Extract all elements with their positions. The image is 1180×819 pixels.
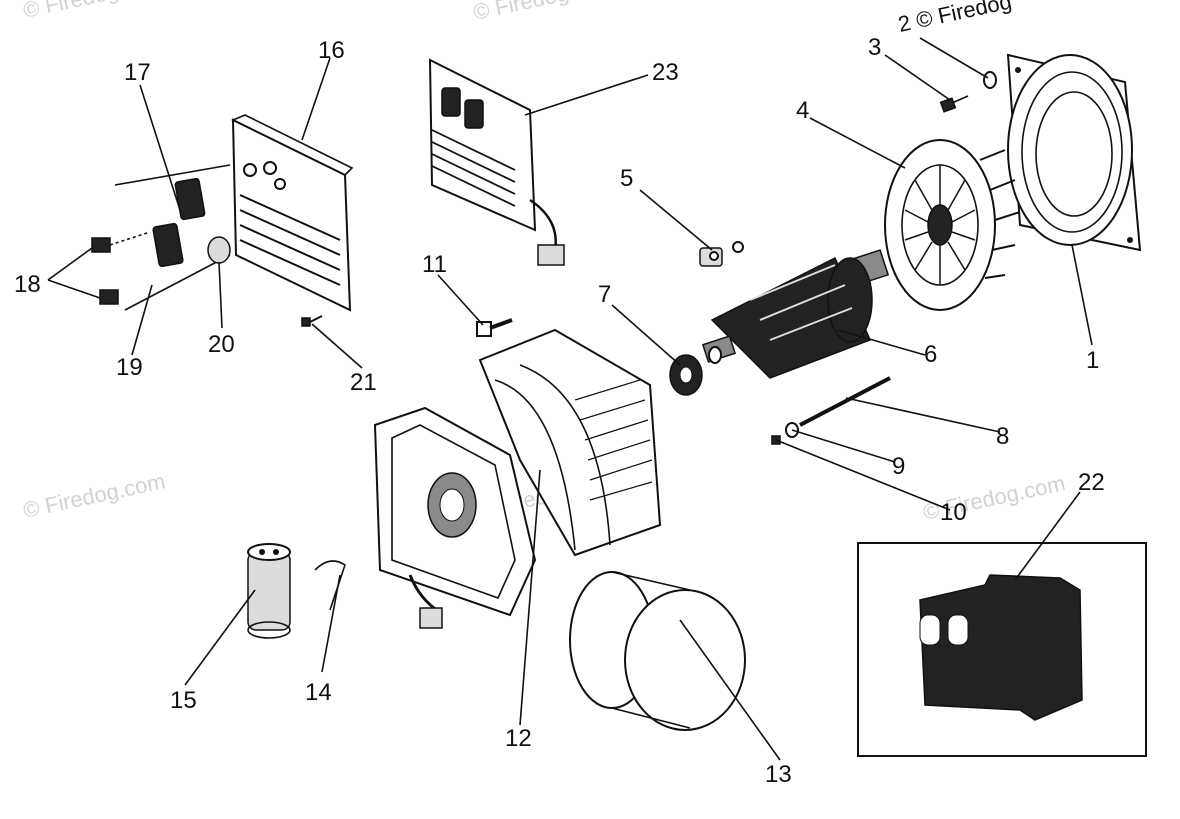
callout-10: 10 <box>940 499 967 526</box>
leader-lines <box>47 37 1093 761</box>
watermark: © Firedog <box>471 0 571 25</box>
watermark: © Firedog <box>21 0 121 23</box>
callout-12: 12 <box>505 725 532 752</box>
part-knob <box>207 236 231 264</box>
callout-16: 16 <box>318 37 345 64</box>
part-switches <box>91 231 151 305</box>
watermark: 2 © Firedog <box>896 0 1014 37</box>
part-outlet <box>114 164 231 311</box>
callout-19: 19 <box>116 354 143 381</box>
part-stator-housing <box>373 328 662 629</box>
part-control-panel <box>231 114 354 312</box>
callout-9: 9 <box>892 453 905 480</box>
callout-5: 5 <box>620 165 633 192</box>
part-outlet-panel <box>428 58 565 266</box>
callout-20: 20 <box>208 331 235 358</box>
part-brush-holder <box>699 241 744 267</box>
callout-14: 14 <box>305 679 332 706</box>
part-clip <box>314 560 346 611</box>
callout-21: 21 <box>350 369 377 396</box>
part-end-plate <box>1006 53 1142 252</box>
part-inset-box <box>857 542 1147 757</box>
callout-23: 23 <box>652 59 679 86</box>
callout-8: 8 <box>996 423 1009 450</box>
callout-13: 13 <box>765 761 792 788</box>
callout-15: 15 <box>170 687 197 714</box>
callout-1: 1 <box>1086 347 1099 374</box>
callout-7: 7 <box>598 281 611 308</box>
callout-22: 22 <box>1078 469 1105 496</box>
callout-3: 3 <box>868 34 881 61</box>
part-rotor <box>701 249 890 379</box>
callout-17: 17 <box>124 59 151 86</box>
part-bearing <box>669 354 703 396</box>
callouts: 1 3 4 5 6 7 8 9 10 11 12 13 14 15 16 17 … <box>14 34 1105 788</box>
part-fan <box>884 139 1021 311</box>
part-washer-screw <box>939 71 997 113</box>
part-band <box>569 571 746 731</box>
part-capacitor <box>247 543 291 639</box>
callout-4: 4 <box>796 97 809 124</box>
callout-11: 11 <box>422 251 447 278</box>
part-through-bolt <box>771 376 891 445</box>
watermark: © Firedog.com <box>21 468 168 523</box>
callout-18: 18 <box>14 271 41 298</box>
part-screw <box>301 315 323 327</box>
part-bolt <box>476 318 513 337</box>
callout-6: 6 <box>924 341 937 368</box>
